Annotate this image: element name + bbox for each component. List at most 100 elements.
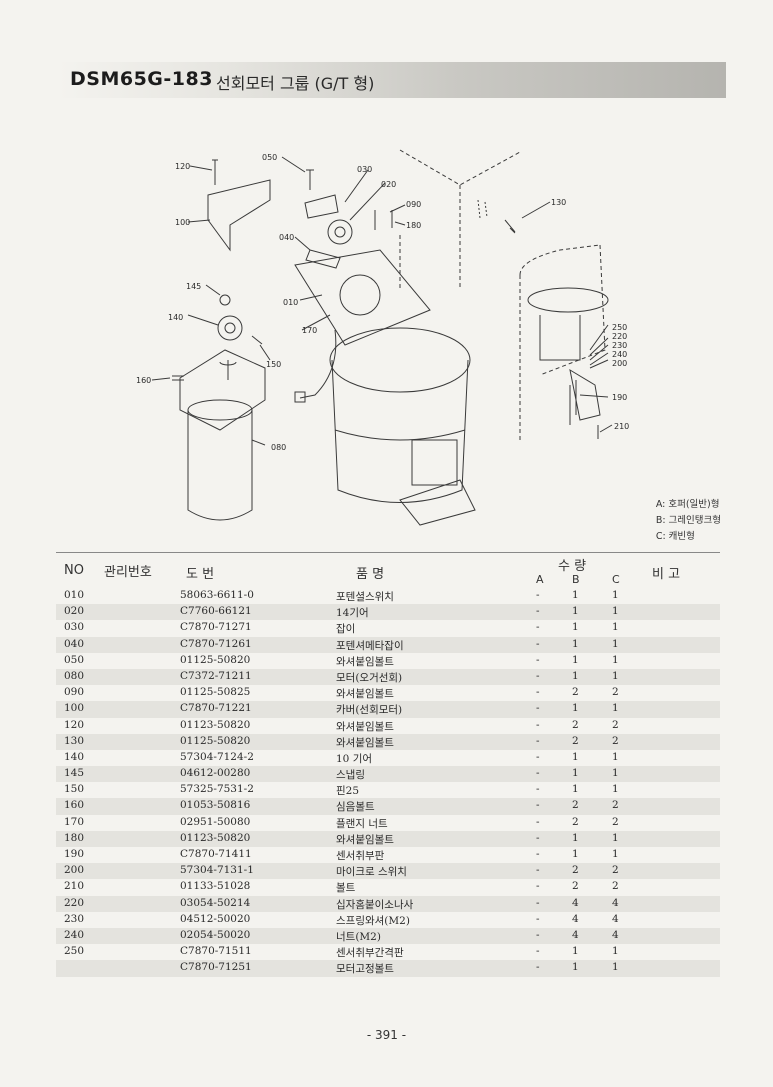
qty-a: - (536, 799, 540, 812)
drawing-number: C7760-66121 (180, 605, 252, 618)
callout-label: 200 (612, 359, 628, 368)
qty-b: 2 (572, 686, 579, 699)
qty-b: 1 (572, 750, 579, 763)
part-no: 040 (64, 637, 85, 650)
part-no: 200 (64, 864, 85, 877)
parts-diagram (151, 149, 613, 526)
qty-a: - (536, 912, 540, 925)
qty-c: 2 (612, 734, 619, 747)
qty-b: 1 (572, 653, 579, 666)
part-no: 150 (64, 783, 85, 796)
part-name: 모터(오거선회) (336, 671, 403, 684)
page-number: - 391 - (366, 1028, 407, 1042)
qty-b: 2 (572, 864, 579, 877)
callout-label: 170 (302, 326, 318, 335)
variant-legend: A: 호퍼(일반)형 B: 그레인탱크형 C: 캐빈형 (656, 497, 721, 545)
callout-label: 140 (168, 313, 184, 322)
legend-item: A: 호퍼(일반)형 (655, 499, 720, 510)
qty-b: 2 (572, 880, 579, 893)
qty-c: 1 (612, 945, 619, 958)
part-no: 080 (64, 669, 85, 682)
part-no: 240 (64, 928, 85, 941)
col-no: NO (64, 563, 84, 578)
qty-c: 1 (612, 605, 619, 618)
qty-b: 1 (572, 605, 579, 618)
qty-c: 1 (612, 767, 619, 780)
callout-label: 130 (551, 198, 567, 207)
callout-label: 210 (614, 422, 630, 431)
page-code: DSM65G-183 (70, 68, 213, 90)
qty-b: 1 (572, 589, 579, 601)
col-name: 품 명 (356, 567, 385, 582)
callout-label: 180 (406, 221, 422, 230)
part-name: 와셔붙임볼트 (336, 720, 394, 733)
part-name: 10 기어 (336, 752, 373, 765)
callout-label: 145 (186, 282, 202, 291)
part-no: 050 (64, 653, 85, 666)
legend-item: C: 캐빈형 (655, 531, 695, 542)
qty-a: - (536, 653, 540, 666)
part-name: 플랜지 너트 (336, 817, 388, 830)
qty-a: - (536, 815, 540, 828)
part-name: 포텐셜스위치 (336, 591, 394, 603)
callout-label: 230 (612, 341, 628, 350)
qty-a: - (536, 669, 540, 682)
drawing-number: 01053-50816 (180, 799, 251, 812)
parts-table-header: NO 관리번호 도 번 품 명 수 량 A B C 비 고 (56, 552, 720, 591)
callout-label: 120 (175, 162, 191, 171)
drawing-number: C7372-71211 (180, 669, 252, 682)
drawing-number: 01133-51028 (180, 880, 251, 893)
qty-a: - (536, 621, 540, 634)
qty-b: 2 (572, 734, 579, 747)
qty-a: - (536, 750, 540, 763)
qty-a: - (536, 831, 540, 844)
qty-c: 2 (612, 864, 619, 877)
part-no: 120 (64, 718, 85, 731)
qty-b: 2 (572, 799, 579, 812)
drawing-number: C7870-71511 (180, 945, 252, 958)
qty-a: - (536, 734, 540, 747)
qty-a: - (536, 928, 540, 941)
drawing-number: C7870-71221 (180, 702, 252, 715)
col-c: C (612, 573, 620, 586)
callout-label: 030 (357, 165, 373, 174)
qty-c: 4 (612, 912, 619, 925)
part-name: 와셔붙임볼트 (336, 736, 394, 749)
part-no: 100 (64, 702, 85, 715)
drawing-number: 01125-50820 (180, 653, 251, 666)
callout-label: 150 (266, 360, 282, 369)
part-name: 너트(M2) (336, 930, 381, 943)
qty-c: 1 (612, 961, 619, 974)
drawing-number: C7870-71411 (180, 848, 252, 860)
qty-a: - (536, 945, 540, 958)
qty-b: 1 (572, 669, 579, 682)
part-name: 센서취부판 (336, 850, 385, 862)
qty-c: 2 (612, 815, 619, 828)
qty-a: - (536, 686, 540, 699)
qty-a: - (536, 767, 540, 780)
qty-a: - (536, 783, 540, 796)
legend-item: B: 그레인탱크형 (655, 515, 721, 526)
qty-b: 1 (572, 831, 579, 844)
callout-label: 240 (612, 350, 628, 359)
qty-b: 4 (572, 928, 579, 941)
qty-c: 1 (612, 848, 619, 860)
part-no: 130 (64, 734, 85, 747)
part-no: 160 (64, 799, 85, 812)
drawing-number: C7870-71251 (180, 961, 252, 974)
part-name: 볼트 (336, 882, 356, 895)
callout-label: 250 (612, 323, 628, 332)
qty-c: 4 (612, 928, 619, 941)
callout-label: 220 (612, 332, 628, 341)
qty-c: 1 (612, 637, 619, 650)
qty-c: 1 (612, 750, 619, 763)
col-remark: 비 고 (652, 567, 681, 582)
